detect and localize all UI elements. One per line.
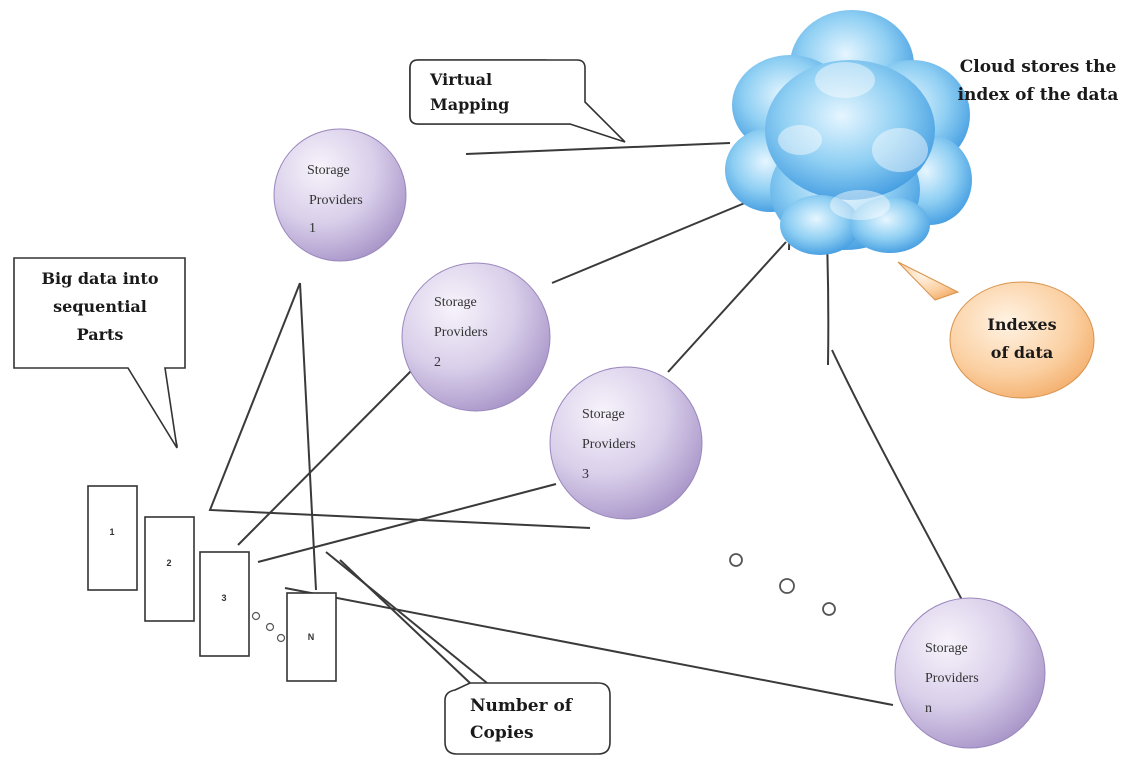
line-sp3-to-part3 — [257, 483, 557, 563]
storage-provider-3-line1: Storage — [582, 407, 625, 422]
storage-provider-n-line3: n — [925, 701, 932, 716]
line-partN-to-spn — [284, 587, 894, 706]
big-data-line2: sequential — [53, 297, 147, 316]
cloud-label-line2: index of the data — [958, 85, 1119, 105]
data-part-2-label: 2 — [166, 558, 171, 568]
indexes-line1: Indexes — [987, 315, 1056, 334]
data-part-2: 2 — [144, 516, 195, 622]
storage-provider-n: Storage Providers n — [894, 597, 1046, 749]
storage-provider-n-line2: Providers — [925, 671, 979, 686]
line-copies-b — [339, 559, 471, 684]
storage-provider-n-line1: Storage — [925, 641, 968, 656]
indexes-line2: of data — [991, 343, 1053, 362]
storage-provider-2-line1: Storage — [434, 295, 477, 310]
indexes-callout: Indexes of data — [897, 261, 1095, 399]
storage-provider-2-line2: Providers — [434, 325, 488, 340]
storage-provider-1: Storage Providers 1 — [273, 128, 407, 262]
data-part-3: 3 — [199, 551, 250, 657]
data-part-1-label: 1 — [109, 527, 114, 537]
line-sp1-triangle — [208, 282, 591, 529]
number-of-copies-line1: Number of — [470, 696, 574, 716]
line-cloud-to-spn — [831, 349, 963, 601]
line-mapping-to-cloud — [465, 142, 731, 155]
data-part-n-label: N — [308, 632, 315, 642]
cloud — [725, 10, 972, 255]
data-part-n: N — [286, 592, 337, 682]
line-sp1-to-partN — [299, 282, 317, 591]
line-sp3-to-cloud — [667, 241, 787, 373]
storage-provider-3-line2: Providers — [582, 437, 636, 452]
line-sp2-to-cloud — [551, 199, 753, 284]
big-data-callout: Big data into sequential Parts — [13, 257, 186, 449]
storage-provider-1-line2: Providers — [309, 193, 363, 208]
virtual-mapping-line1: Virtual — [429, 70, 492, 89]
ellipsis-dots — [729, 553, 836, 616]
number-of-copies-line2: Copies — [470, 723, 534, 743]
data-part-3-label: 3 — [221, 593, 226, 603]
data-part-ellipsis-dots — [251, 611, 286, 643]
line-copies-a — [325, 551, 488, 684]
big-data-line1: Big data into — [41, 269, 158, 288]
storage-provider-1-line1: Storage — [307, 163, 350, 178]
storage-provider-1-line3: 1 — [309, 221, 316, 236]
storage-provider-2: Storage Providers 2 — [401, 262, 551, 412]
cloud-label-line1: Cloud stores the — [960, 57, 1117, 77]
virtual-mapping-line2: Mapping — [430, 95, 509, 114]
data-part-1: 1 — [87, 485, 138, 591]
storage-provider-3: Storage Providers 3 — [549, 366, 703, 520]
big-data-line3: Parts — [77, 325, 124, 344]
storage-provider-2-line3: 2 — [434, 355, 441, 370]
virtual-mapping-callout: Virtual Mapping — [409, 59, 626, 143]
number-of-copies-callout: Number of Copies — [444, 682, 611, 755]
storage-provider-3-line3: 3 — [582, 467, 589, 482]
line-sp2-to-part2 — [237, 369, 413, 546]
